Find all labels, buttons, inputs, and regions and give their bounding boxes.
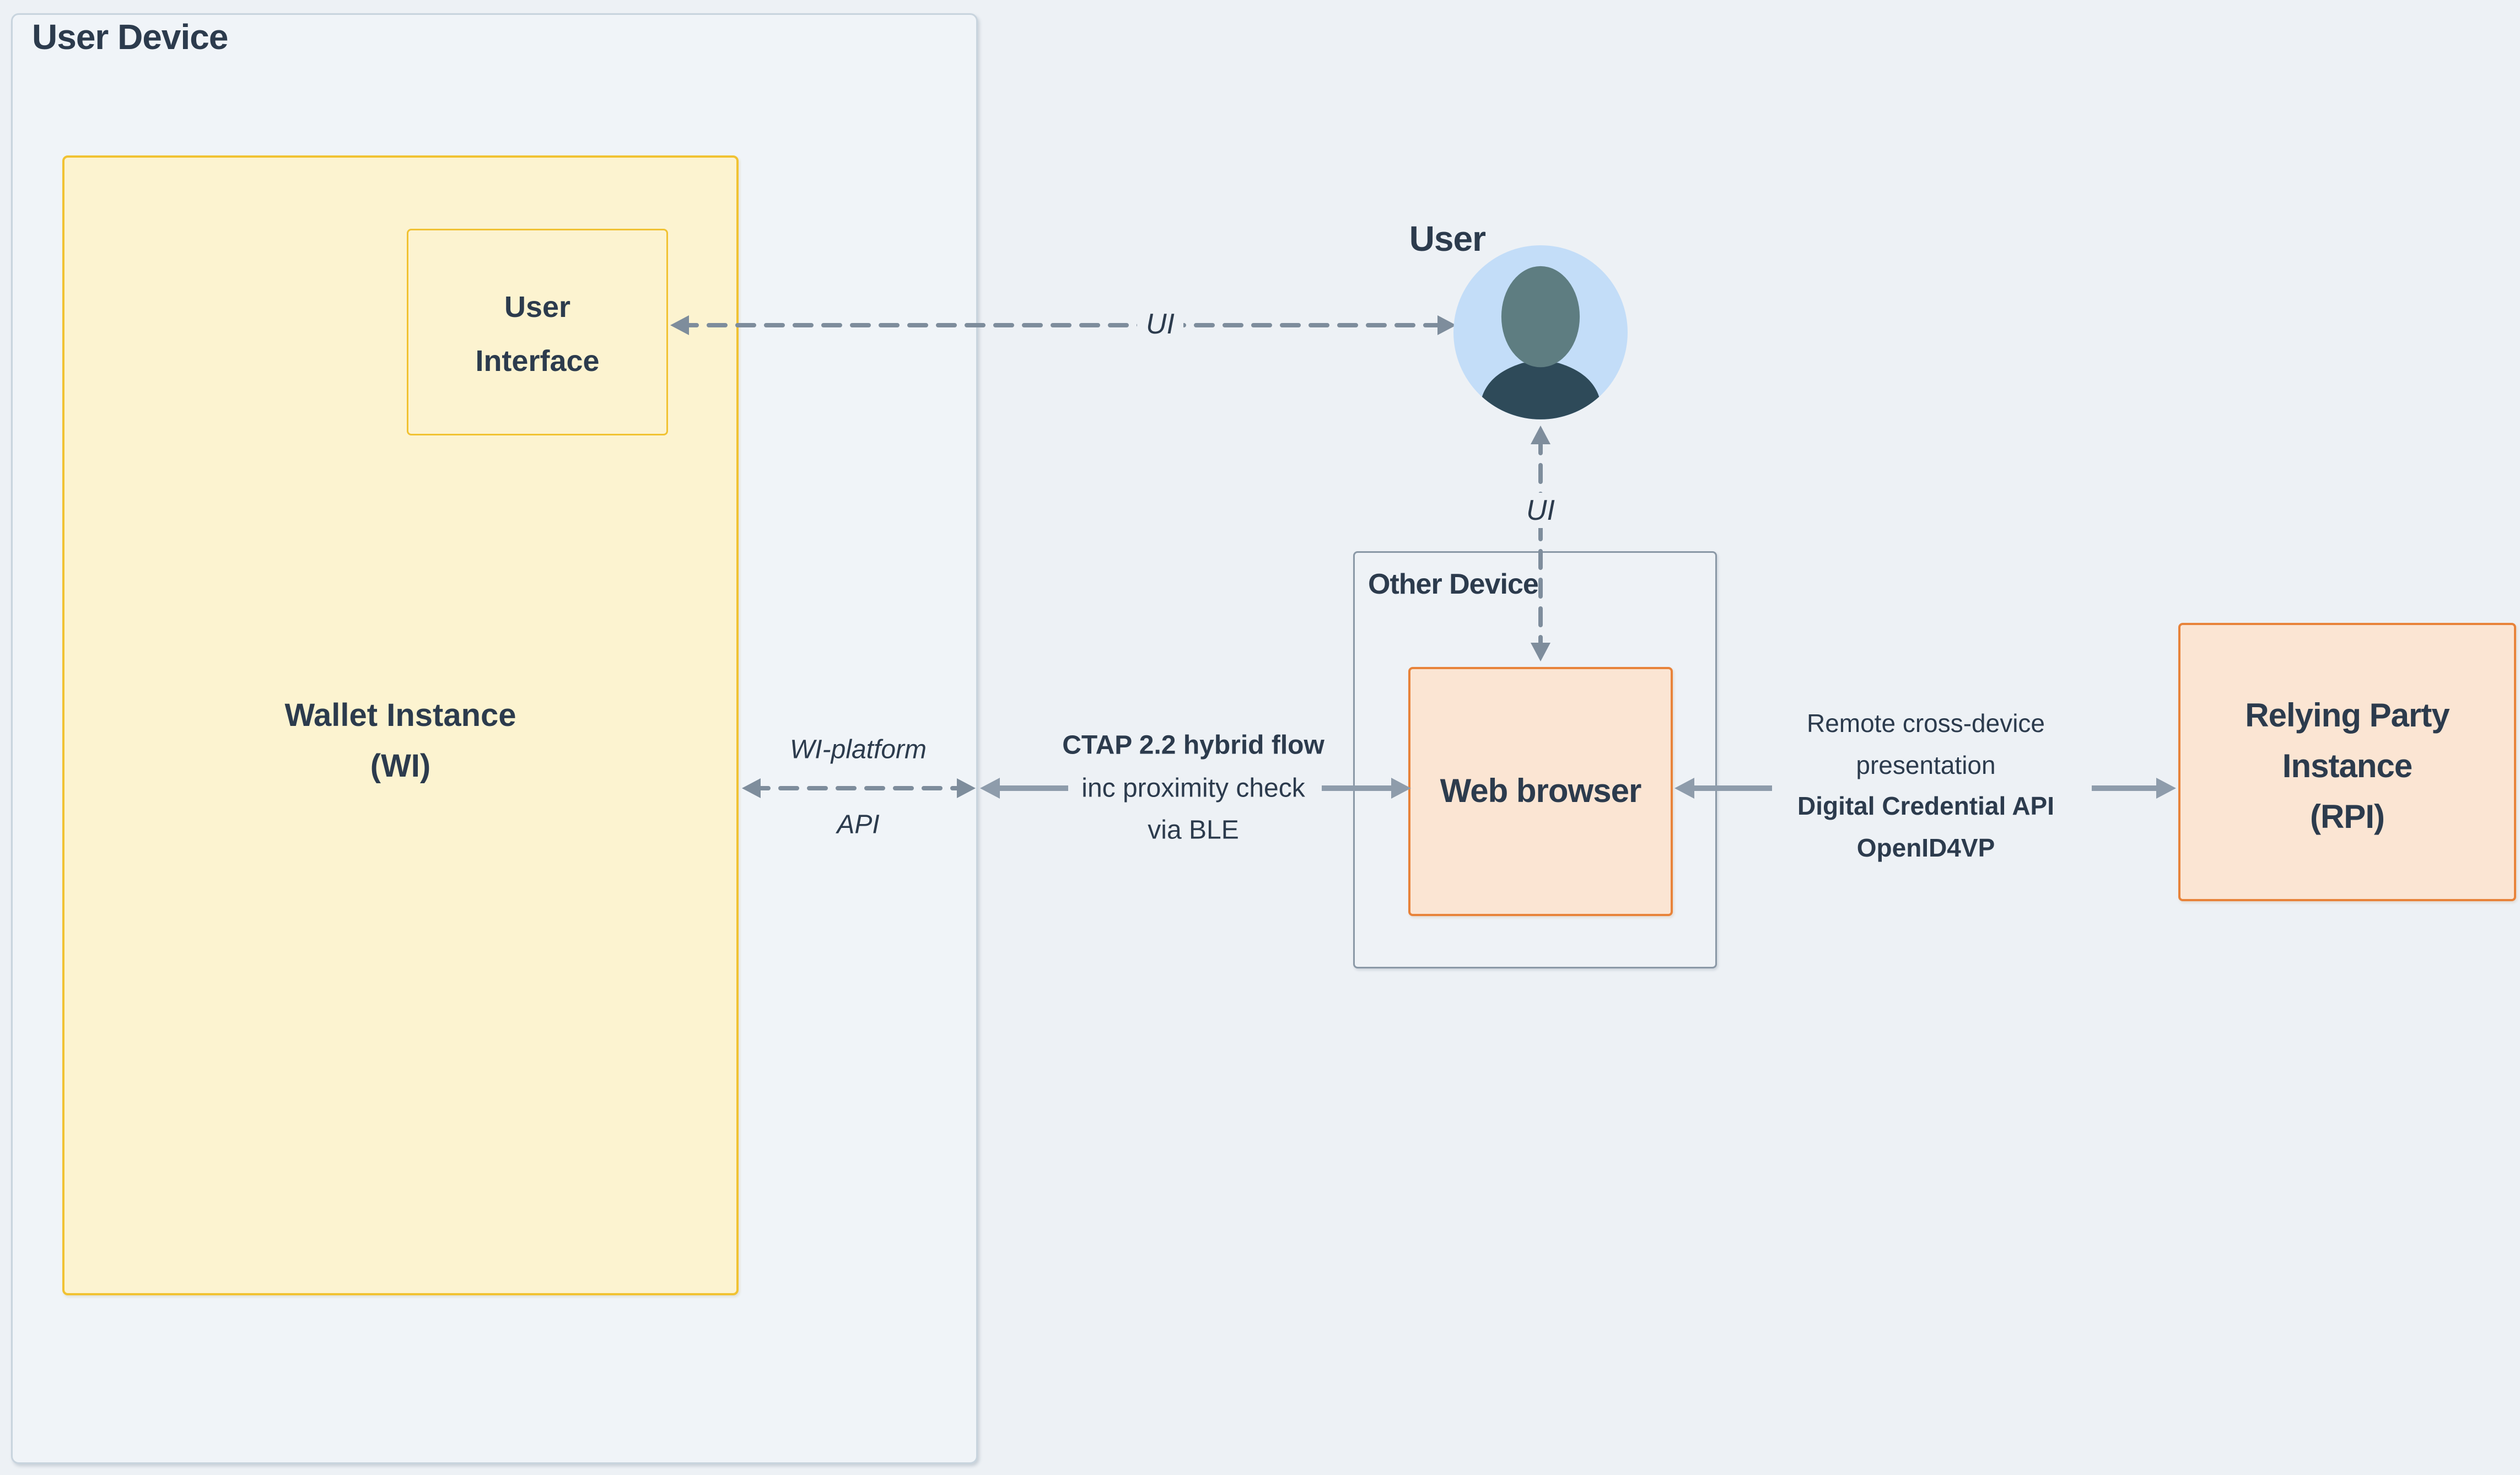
ui-vertical-arrow-label: UI	[1517, 493, 1564, 528]
rpi-label-line3: (RPI)	[2310, 798, 2385, 835]
wi-platform-api-arrow	[742, 778, 976, 798]
wallet-instance-label: Wallet Instance (WI)	[62, 690, 739, 792]
remote-presentation-arrow	[1674, 778, 2176, 799]
user-interface-label: User Interface	[407, 280, 668, 388]
user-interface-box	[407, 229, 668, 435]
ctap-arrow	[980, 778, 1411, 799]
user-device-title: User Device	[32, 17, 228, 57]
rpi-label-line2: Instance	[2282, 747, 2413, 784]
rpi-label-line1: Relying Party	[2245, 697, 2449, 734]
user-avatar-icon	[1453, 245, 1628, 419]
relying-party-instance-box	[2178, 623, 2516, 901]
ui-vertical-arrow	[1531, 426, 1550, 661]
ctap-label-line1: CTAP 2.2 hybrid flow	[1062, 730, 1324, 760]
web-browser-box	[1408, 667, 1673, 916]
other-device-label: Other Device	[1368, 568, 1539, 600]
web-browser-label: Web browser	[1440, 772, 1642, 809]
ctap-label-line3: via BLE	[1148, 815, 1239, 845]
relying-party-instance-label: Relying Party Instance (RPI)	[2178, 690, 2516, 842]
user-interface-label-line1: User	[504, 290, 571, 324]
ctap-label-line2: inc proximity check	[1081, 773, 1305, 803]
user-interface-label-line2: Interface	[475, 344, 600, 378]
user-label: User	[1409, 219, 1486, 259]
remote-label-line2: presentation	[1856, 751, 1996, 779]
ui-horizontal-arrow	[670, 315, 1456, 335]
remote-label-line1: Remote cross-device	[1806, 709, 2045, 738]
wallet-instance-label-line1: Wallet Instance	[284, 697, 516, 733]
ui-horizontal-arrow-label: UI	[1137, 306, 1183, 342]
remote-label-line3: Digital Credential API	[1797, 792, 2055, 820]
remote-label-line4: OpenID4VP	[1856, 833, 1995, 862]
wi-platform-label-line2: API	[837, 810, 880, 839]
wi-platform-label-line1: WI-platform	[789, 735, 927, 765]
wallet-instance-label-line2: (WI)	[370, 748, 431, 784]
